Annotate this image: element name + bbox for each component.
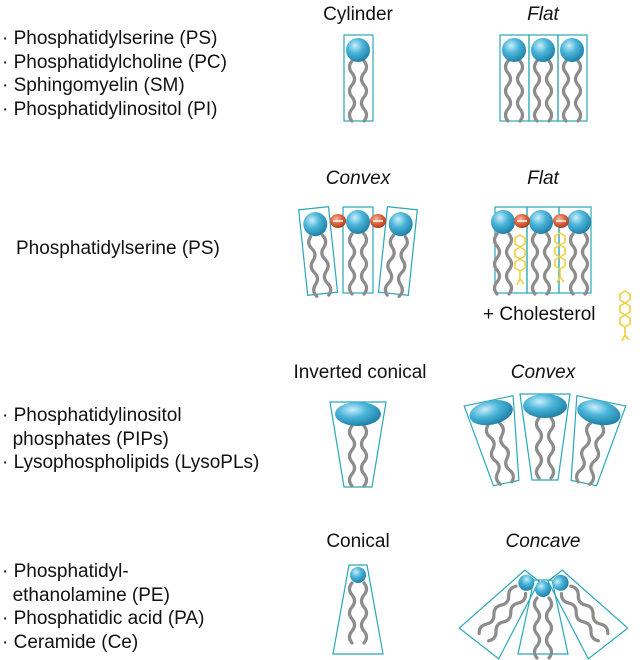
row4-lipid-3: · Ceramide (Ce) (2, 631, 139, 653)
row3-lipid-list: · Phosphatidylinositol phosphates (PIPs)… (2, 404, 259, 475)
row1-lipid-list: · Phosphatidylserine (PS) · Phosphatidyl… (2, 27, 227, 121)
conical-lipid-icon (332, 564, 384, 655)
convex-ps-membrane-icon (298, 206, 418, 299)
row4-lipid-1: · Phosphatidyl- (2, 561, 129, 582)
row3-shape-label: Inverted conical (293, 362, 427, 383)
row1-lipid-4: · Phosphatidylinositol (PI) (2, 98, 218, 120)
row4-lipid-list: · Phosphatidyl- ethanolamine (PE) · Phos… (2, 560, 204, 654)
cylinder-lipid-icon (343, 34, 374, 123)
inverted-conical-lipid-icon (329, 401, 387, 488)
row1-lipid-2: · Phosphatidylcholine (PC) (2, 51, 227, 73)
row4-lipid-1-cont: ethanolamine (PE) (12, 584, 170, 606)
row4-shape-label: Conical (326, 531, 390, 552)
row1-lipid-1: · Phosphatidylserine (PS) (2, 28, 218, 49)
row4-lipid-2: · Phosphatidic acid (PA) (2, 608, 205, 629)
row1-membrane-label: Flat (527, 4, 559, 25)
row1-shape-label: Cylinder (323, 4, 393, 25)
concave-membrane-icon (458, 569, 629, 660)
flat-membrane-icon (499, 34, 588, 123)
row2-cholesterol-label: + Cholesterol (483, 304, 596, 325)
row3-lipid-1: · Phosphatidylinositol (2, 405, 182, 426)
row3-membrane-label: Convex (510, 362, 576, 383)
row2-lipid-label: Phosphatidylserine (PS) (16, 238, 220, 259)
row3-lipid-2: · Lysophospholipids (LysoPLs) (2, 452, 260, 473)
row4-membrane-label: Concave (505, 531, 581, 552)
row2-shape-label: Convex (325, 168, 391, 189)
flat-cholesterol-membrane-icon (491, 206, 592, 296)
row2-membrane-label: Flat (527, 168, 559, 189)
cholesterol-icon (619, 290, 631, 342)
row1-lipid-3: · Sphingomyelin (SM) (2, 75, 185, 96)
convex-membrane-icon (463, 393, 627, 487)
row3-lipid-1-cont: phosphates (PIPs) (12, 428, 169, 450)
